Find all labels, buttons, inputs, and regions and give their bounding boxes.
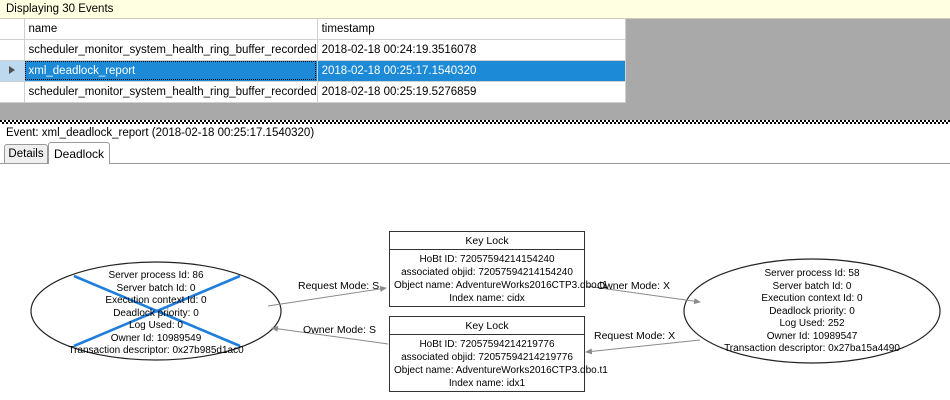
deadlock-graph-canvas[interactable]: Server process Id: 86 Server batch Id: 0… [0, 164, 950, 400]
cell-timestamp[interactable]: 2018-02-18 00:25:17.1540320 [317, 60, 626, 82]
events-grid-area[interactable]: name timestamp scheduler_monitor_system_… [0, 19, 950, 120]
resource-top-line-3: Object name: AdventureWorks2016CTP3.dbo.… [394, 280, 608, 291]
cell-timestamp[interactable]: 2018-02-18 00:25:19.5276859 [317, 81, 626, 103]
row-selector-cell[interactable] [0, 81, 25, 103]
edge-label-top-owner-right: Owner Mode: X [597, 280, 670, 292]
process-node-right-ellipse[interactable] [683, 258, 941, 364]
resource-top-title: Key Lock [390, 232, 584, 250]
status-strip: Displaying 30 Events [0, 0, 950, 19]
cell-name[interactable]: scheduler_monitor_system_health_ring_buf… [24, 81, 318, 103]
edge-label-right-request-bottom: Request Mode: X [594, 330, 676, 342]
resource-top-line-4: Index name: cidx [449, 293, 525, 304]
column-header-timestamp[interactable]: timestamp [317, 19, 626, 40]
resource-node-bottom[interactable]: Key Lock HoBt ID: 72057594214219776 asso… [389, 316, 608, 394]
victim-cross-line-2 [73, 274, 241, 348]
resource-bottom-line-3: Object name: AdventureWorks2016CTP3.dbo.… [394, 365, 608, 376]
grid-header-row: name timestamp [0, 19, 626, 40]
tab-details[interactable]: Details [4, 144, 48, 163]
resource-top-line-1: HoBt ID: 72057594214154240 [419, 254, 555, 265]
resource-bottom-line-1: HoBt ID: 72057594214219776 [419, 339, 555, 350]
resource-top-body: HoBt ID: 72057594214154240 associated ob… [390, 250, 608, 309]
resource-bottom-line-2: associated objid: 72057594214219776 [401, 352, 573, 363]
row-selector-cell[interactable] [0, 39, 25, 61]
resource-top-line-2: associated objid: 72057594214154240 [401, 267, 573, 278]
table-row[interactable]: scheduler_monitor_system_health_ring_buf… [0, 81, 626, 103]
event-caption-text: Event: xml_deadlock_report (2018-02-18 0… [6, 127, 315, 139]
row-selector-cell[interactable] [0, 60, 25, 82]
resource-bottom-title: Key Lock [390, 317, 584, 335]
cell-name[interactable]: xml_deadlock_report [24, 60, 318, 82]
cell-name[interactable]: scheduler_monitor_system_health_ring_buf… [24, 39, 318, 61]
edge-label-bottom-owner-left: Owner Mode: S [303, 324, 376, 336]
edge-right-request-bottom[interactable] [585, 339, 701, 355]
table-row[interactable]: scheduler_monitor_system_health_ring_buf… [0, 39, 626, 61]
column-header-selector[interactable] [0, 19, 25, 40]
resource-node-top[interactable]: Key Lock HoBt ID: 72057594214154240 asso… [389, 231, 608, 309]
cell-timestamp[interactable]: 2018-02-18 00:24:19.3516078 [317, 39, 626, 61]
tab-deadlock-label: Deadlock [53, 146, 105, 161]
resource-bottom-body: HoBt ID: 72057594214219776 associated ob… [390, 335, 608, 394]
deadlock-graph-svg [30, 258, 941, 364]
horizontal-splitter[interactable] [0, 120, 950, 124]
tabstrip: Details Deadlock [0, 142, 950, 164]
tab-details-label: Details [8, 148, 44, 160]
edge-left-request-top[interactable] [267, 285, 387, 307]
edge-label-left-request-top: Request Mode: S [298, 280, 380, 292]
column-header-name[interactable]: name [24, 19, 318, 40]
events-grid[interactable]: name timestamp scheduler_monitor_system_… [0, 19, 626, 103]
current-row-arrow-icon [8, 66, 15, 75]
status-text: Displaying 30 Events [6, 3, 114, 15]
tab-deadlock[interactable]: Deadlock [48, 142, 110, 164]
resource-bottom-line-4: Index name: idx1 [448, 378, 526, 389]
event-caption: Event: xml_deadlock_report (2018-02-18 0… [0, 124, 950, 142]
edge-bottom-owner-left[interactable] [271, 325, 389, 345]
edge-top-owner-right[interactable] [585, 285, 701, 305]
table-row[interactable]: xml_deadlock_report 2018-02-18 00:25:17.… [0, 60, 626, 82]
